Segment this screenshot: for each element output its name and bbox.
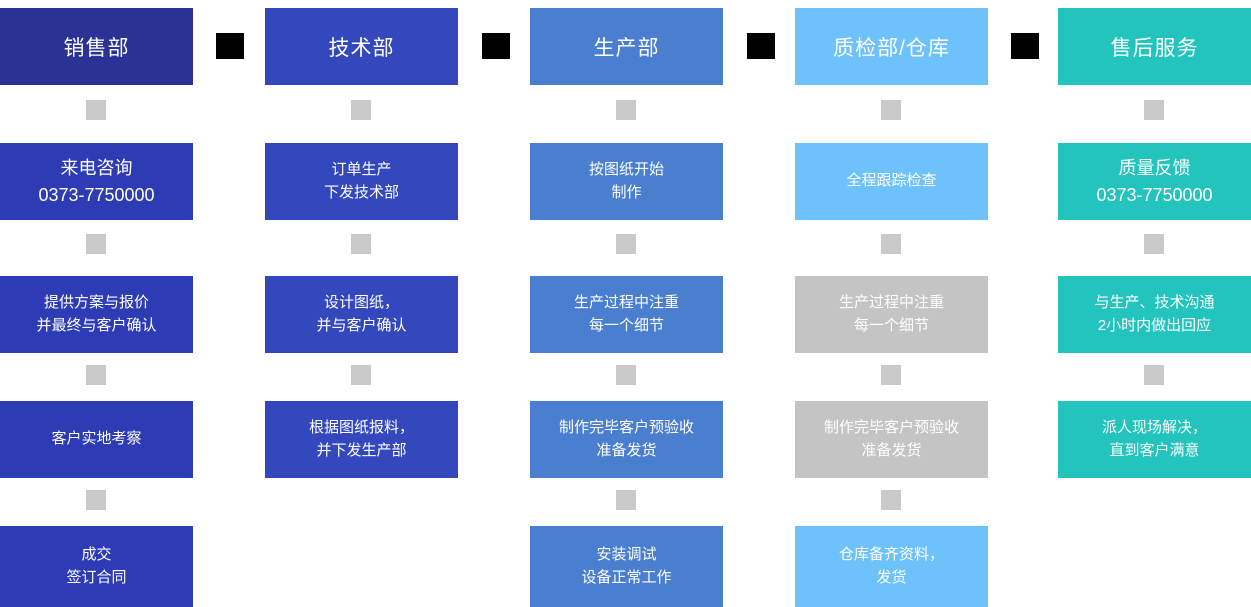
- horizontal-connector-4: [1011, 33, 1039, 59]
- step-box-technology-2: 设计图纸， 并与客户确认: [265, 276, 458, 353]
- step-text-line: 来电咨询: [60, 157, 133, 178]
- step-text-line: 安装调试: [596, 546, 657, 563]
- vertical-connector-10: [616, 365, 636, 385]
- step-box-quality-4: 仓库备齐资料， 发货: [795, 526, 988, 607]
- column-header-label: 技术部: [328, 36, 395, 60]
- vertical-connector-12: [881, 100, 901, 120]
- horizontal-connector-3: [747, 33, 775, 59]
- step-text-line: 准备发货: [596, 441, 657, 459]
- step-text-line: 质量反馈: [1118, 157, 1191, 178]
- step-box-sales-3: 客户实地考察: [0, 401, 193, 478]
- step-box-aftersales-1: 质量反馈 0373-7750000: [1058, 143, 1251, 220]
- step-text-line: 0373-7750000: [38, 184, 155, 205]
- vertical-connector-14: [881, 365, 901, 385]
- step-box-quality-1: 全程跟踪检查: [795, 143, 988, 220]
- vertical-connector-1: [86, 100, 106, 120]
- column-header-label: 销售部: [63, 36, 130, 60]
- step-text-line: 根据图纸报料，: [308, 419, 414, 436]
- step-text-line: 制作: [611, 183, 642, 201]
- step-text-line: 生产过程中注重: [573, 294, 679, 311]
- step-box-technology-3: 根据图纸报料， 并下发生产部: [265, 401, 458, 478]
- step-text-line: 并最终与客户确认: [36, 316, 157, 334]
- step-text-line: 成交: [81, 546, 112, 563]
- step-text-line: 制作完毕客户预验收: [823, 419, 959, 436]
- step-box-sales-4: 成交签订合同: [0, 526, 193, 607]
- vertical-connector-15: [881, 490, 901, 510]
- step-text-line: 并下发生产部: [316, 441, 407, 459]
- vertical-connector-6: [351, 234, 371, 254]
- column-header-production: 生产部: [530, 8, 723, 85]
- step-text-line: 制作完毕客户预验收: [558, 419, 694, 436]
- step-text-line: 每一个细节: [853, 316, 929, 334]
- step-box-production-4: 安装调试设备正常工作: [530, 526, 723, 607]
- vertical-connector-18: [1144, 365, 1164, 385]
- vertical-connector-7: [351, 365, 371, 385]
- step-text-line: 直到客户满意: [1109, 441, 1200, 459]
- horizontal-connector-1: [216, 33, 244, 59]
- step-box-sales-2: 提供方案与报价并最终与客户确认: [0, 276, 193, 353]
- column-header-label: 生产部: [593, 36, 660, 60]
- vertical-connector-16: [1144, 100, 1164, 120]
- step-box-aftersales-2: 与生产、技术沟通 2小时内做出回应: [1058, 276, 1251, 353]
- step-box-sales-1: 来电咨询 0373-7750000: [0, 143, 193, 220]
- column-header-technology: 技术部: [265, 8, 458, 85]
- column-header-label: 售后服务: [1110, 36, 1199, 60]
- vertical-connector-5: [351, 100, 371, 120]
- step-box-quality-2: 生产过程中注重每一个细节: [795, 276, 988, 353]
- step-text-line: 派人现场解决，: [1101, 419, 1207, 436]
- column-header-sales: 销售部: [0, 8, 193, 85]
- step-text-line: 与生产、技术沟通: [1094, 294, 1215, 311]
- horizontal-connector-2: [482, 33, 510, 59]
- vertical-connector-3: [86, 365, 106, 385]
- step-text-line: 准备发货: [861, 441, 922, 459]
- vertical-connector-9: [616, 234, 636, 254]
- vertical-connector-8: [616, 100, 636, 120]
- step-box-production-2: 生产过程中注重每一个细节: [530, 276, 723, 353]
- step-text-line: 生产过程中注重: [838, 294, 944, 311]
- step-text-line: 签订合同: [66, 568, 127, 586]
- step-text-line: 全程跟踪检查: [846, 172, 937, 190]
- step-text-line: 2小时内做出回应: [1097, 316, 1212, 334]
- step-text-line: 设计图纸，: [323, 294, 399, 311]
- column-header-aftersales: 售后服务: [1058, 8, 1251, 85]
- step-text-line: 订单生产: [331, 161, 392, 178]
- step-box-aftersales-3: 派人现场解决， 直到客户满意: [1058, 401, 1251, 478]
- step-text-line: 仓库备齐资料，: [838, 546, 944, 563]
- column-header-label: 质检部/仓库: [833, 36, 950, 60]
- step-box-technology-1: 订单生产下发技术部: [265, 143, 458, 220]
- vertical-connector-17: [1144, 234, 1164, 254]
- step-box-production-1: 按图纸开始制作: [530, 143, 723, 220]
- step-text-line: 按图纸开始: [588, 161, 664, 178]
- step-text-line: 提供方案与报价: [43, 294, 149, 311]
- step-box-production-3: 制作完毕客户预验收准备发货: [530, 401, 723, 478]
- step-box-quality-3: 制作完毕客户预验收准备发货: [795, 401, 988, 478]
- vertical-connector-4: [86, 490, 106, 510]
- step-text-line: 下发技术部: [323, 183, 399, 201]
- step-text-line: 并与客户确认: [316, 316, 407, 334]
- column-header-quality: 质检部/仓库: [795, 8, 988, 85]
- step-text-line: 每一个细节: [588, 316, 664, 334]
- step-text-line: 0373-7750000: [1096, 184, 1213, 205]
- vertical-connector-13: [881, 234, 901, 254]
- step-text-line: 发货: [876, 568, 907, 586]
- step-text-line: 设备正常工作: [581, 568, 672, 586]
- step-text-line: 客户实地考察: [51, 430, 142, 448]
- vertical-connector-2: [86, 234, 106, 254]
- vertical-connector-11: [616, 490, 636, 510]
